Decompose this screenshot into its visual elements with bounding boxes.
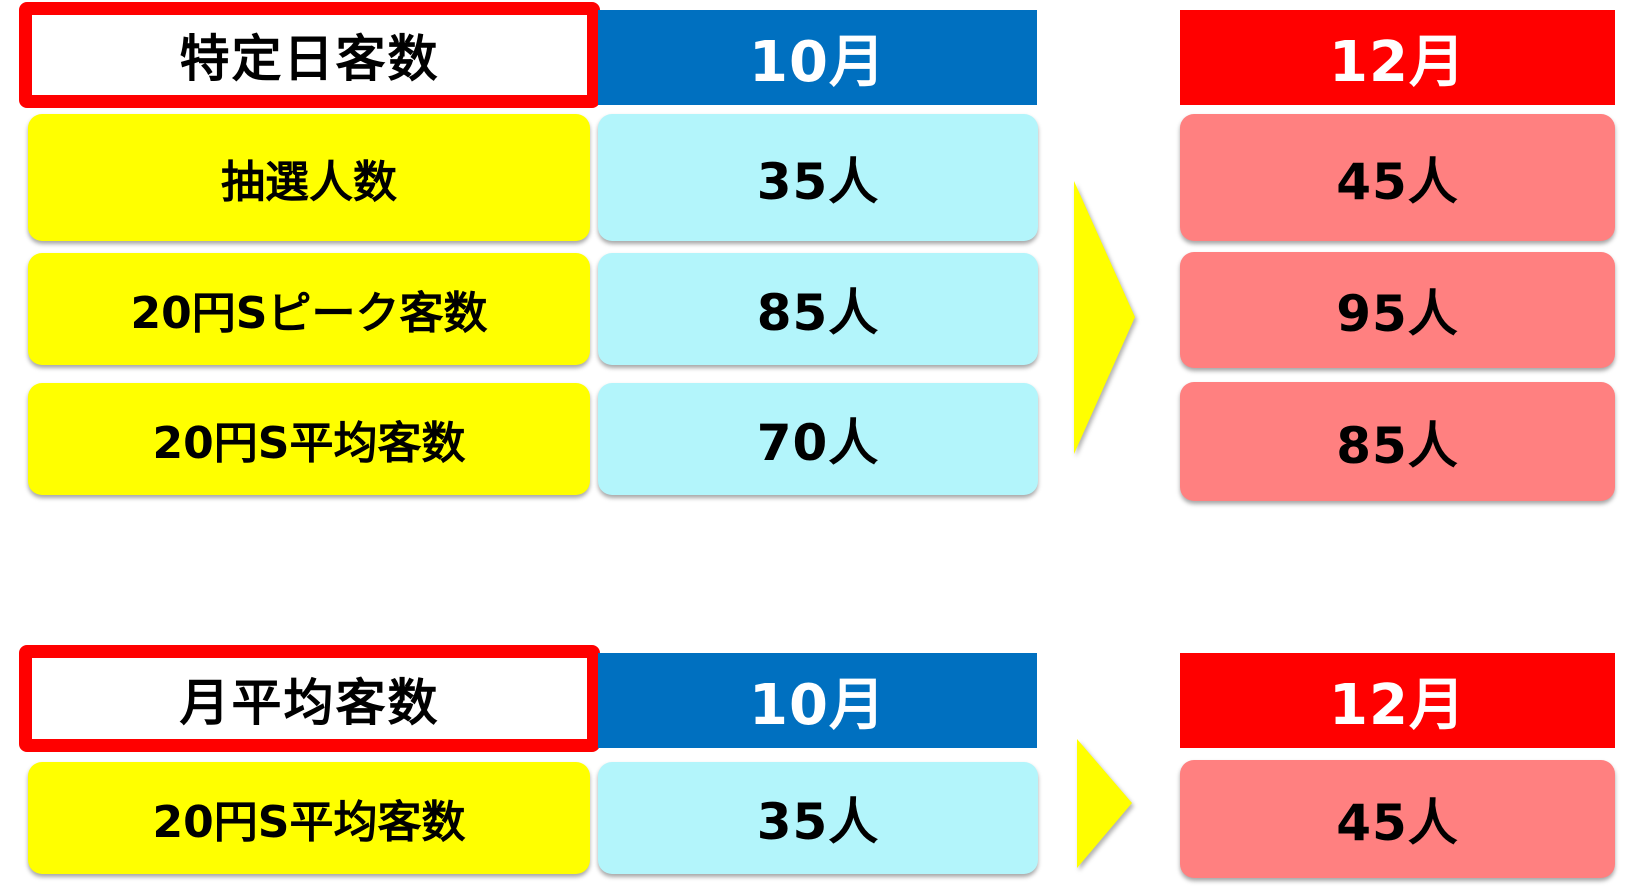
column-header-december-2: 12月 <box>1180 653 1615 748</box>
october-value-20yen-slot-peak: 85人 <box>598 253 1038 365</box>
row-label-20yen-slot-average: 20円S平均客数 <box>28 383 590 495</box>
december-value-lottery-count: 45人 <box>1180 114 1615 241</box>
october-value-20yen-slot-average: 70人 <box>598 383 1038 495</box>
right-triangle-arrow-icon-2 <box>1077 739 1132 868</box>
december-value-20yen-slot-average: 85人 <box>1180 382 1615 501</box>
section-title-specific-day: 特定日客数 <box>19 2 600 108</box>
october-value-lottery-count: 35人 <box>598 114 1038 241</box>
section-title-monthly-average: 月平均客数 <box>19 645 600 752</box>
column-header-december: 12月 <box>1180 10 1615 105</box>
row-label-20yen-slot-peak: 20円Sピーク客数 <box>28 253 590 365</box>
right-triangle-arrow-icon <box>1074 181 1135 454</box>
column-header-october-2: 10月 <box>598 653 1037 748</box>
december-value-20yen-slot-average-monthly: 45人 <box>1180 760 1615 878</box>
december-value-20yen-slot-peak: 95人 <box>1180 252 1615 368</box>
row-label-lottery-count: 抽選人数 <box>28 114 590 241</box>
column-header-october: 10月 <box>598 10 1037 105</box>
october-value-20yen-slot-average-monthly: 35人 <box>598 762 1038 874</box>
row-label-20yen-slot-average-monthly: 20円S平均客数 <box>28 762 590 874</box>
